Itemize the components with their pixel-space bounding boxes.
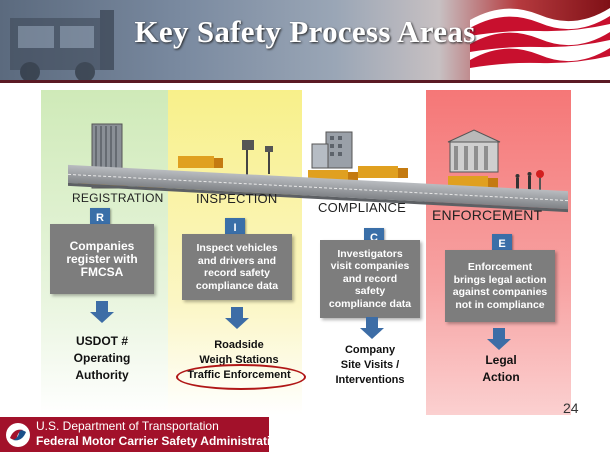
badge-i: I: [225, 218, 245, 238]
registration-result: USDOT # Operating Authority: [50, 333, 154, 384]
box-line: visit companies: [330, 260, 410, 273]
enforcement-box: Enforcement brings legal action against …: [445, 250, 555, 322]
result-line: Weigh Stations: [199, 354, 279, 366]
down-arrow-icon: [360, 317, 384, 339]
phase-label-inspection: INSPECTION: [196, 191, 278, 206]
phase-label-registration: REGISTRATION: [72, 191, 164, 205]
highlight-circle: [176, 364, 306, 390]
stop-sign-icon: [536, 170, 544, 192]
result-line: Roadside: [214, 339, 264, 351]
result-line: Action: [482, 370, 520, 384]
officer-icon: [515, 172, 532, 190]
truck-icon: [358, 166, 408, 178]
box-line: Inspect vehicles: [196, 242, 278, 254]
truck-image: [10, 10, 114, 80]
badge-e: E: [492, 234, 512, 254]
down-arrow-icon: [225, 307, 249, 329]
down-arrow-icon: [487, 328, 511, 350]
courthouse-icon: [447, 129, 501, 173]
box-line: register with: [66, 251, 138, 266]
footer-bar: [0, 417, 269, 452]
office-building-icon: [311, 131, 353, 169]
truck-icon: [178, 156, 223, 168]
header-divider: [0, 80, 610, 83]
phase-label-enforcement: ENFORCEMENT: [432, 207, 543, 223]
down-arrow-icon: [90, 301, 114, 323]
box-line: Companies: [69, 238, 135, 253]
footer-agency: Federal Motor Carrier Safety Administrat…: [36, 434, 285, 448]
weigh-station-icon: [242, 140, 273, 176]
box-line: Enforcement: [467, 261, 533, 273]
page-title: Key Safety Process Areas: [134, 14, 476, 49]
badge-r: R: [90, 208, 110, 228]
result-line: USDOT #: [75, 334, 128, 348]
footer-department: U.S. Department of Transportation: [36, 419, 219, 433]
phase-label-compliance: COMPLIANCE: [318, 200, 406, 215]
box-line: not in compliance: [455, 298, 545, 311]
flag-image: [470, 8, 610, 80]
compliance-box: Investigators visit companies and record…: [320, 240, 420, 318]
box-line: FMCSA: [80, 264, 124, 279]
result-line: Operating: [73, 351, 131, 365]
enforcement-result: Legal Action: [446, 352, 556, 386]
box-line: against companies: [452, 286, 548, 298]
box-line: compliance data: [328, 297, 412, 310]
result-line: Authority: [75, 368, 129, 382]
inspection-box: Inspect vehicles and drivers and record …: [182, 234, 292, 300]
box-line: compliance data: [195, 279, 279, 292]
result-line: Company: [344, 344, 396, 356]
dot-logo-icon: [6, 423, 30, 447]
box-line: and drivers and: [197, 254, 277, 267]
registration-box: Companies register with FMCSA: [50, 224, 154, 294]
box-line: record safety: [204, 267, 270, 279]
result-line: Interventions: [335, 374, 405, 386]
box-line: and record: [342, 272, 398, 285]
result-line: Site Visits /: [340, 359, 400, 371]
box-line: safety: [354, 285, 386, 298]
compliance-result: Company Site Visits / Interventions: [312, 343, 428, 388]
result-line: Legal: [485, 353, 517, 367]
box-line: brings legal action: [453, 273, 547, 286]
header-banner: Key Safety Process Areas: [0, 0, 610, 80]
page-number: 24: [563, 400, 579, 416]
box-line: Investigators: [337, 247, 403, 260]
